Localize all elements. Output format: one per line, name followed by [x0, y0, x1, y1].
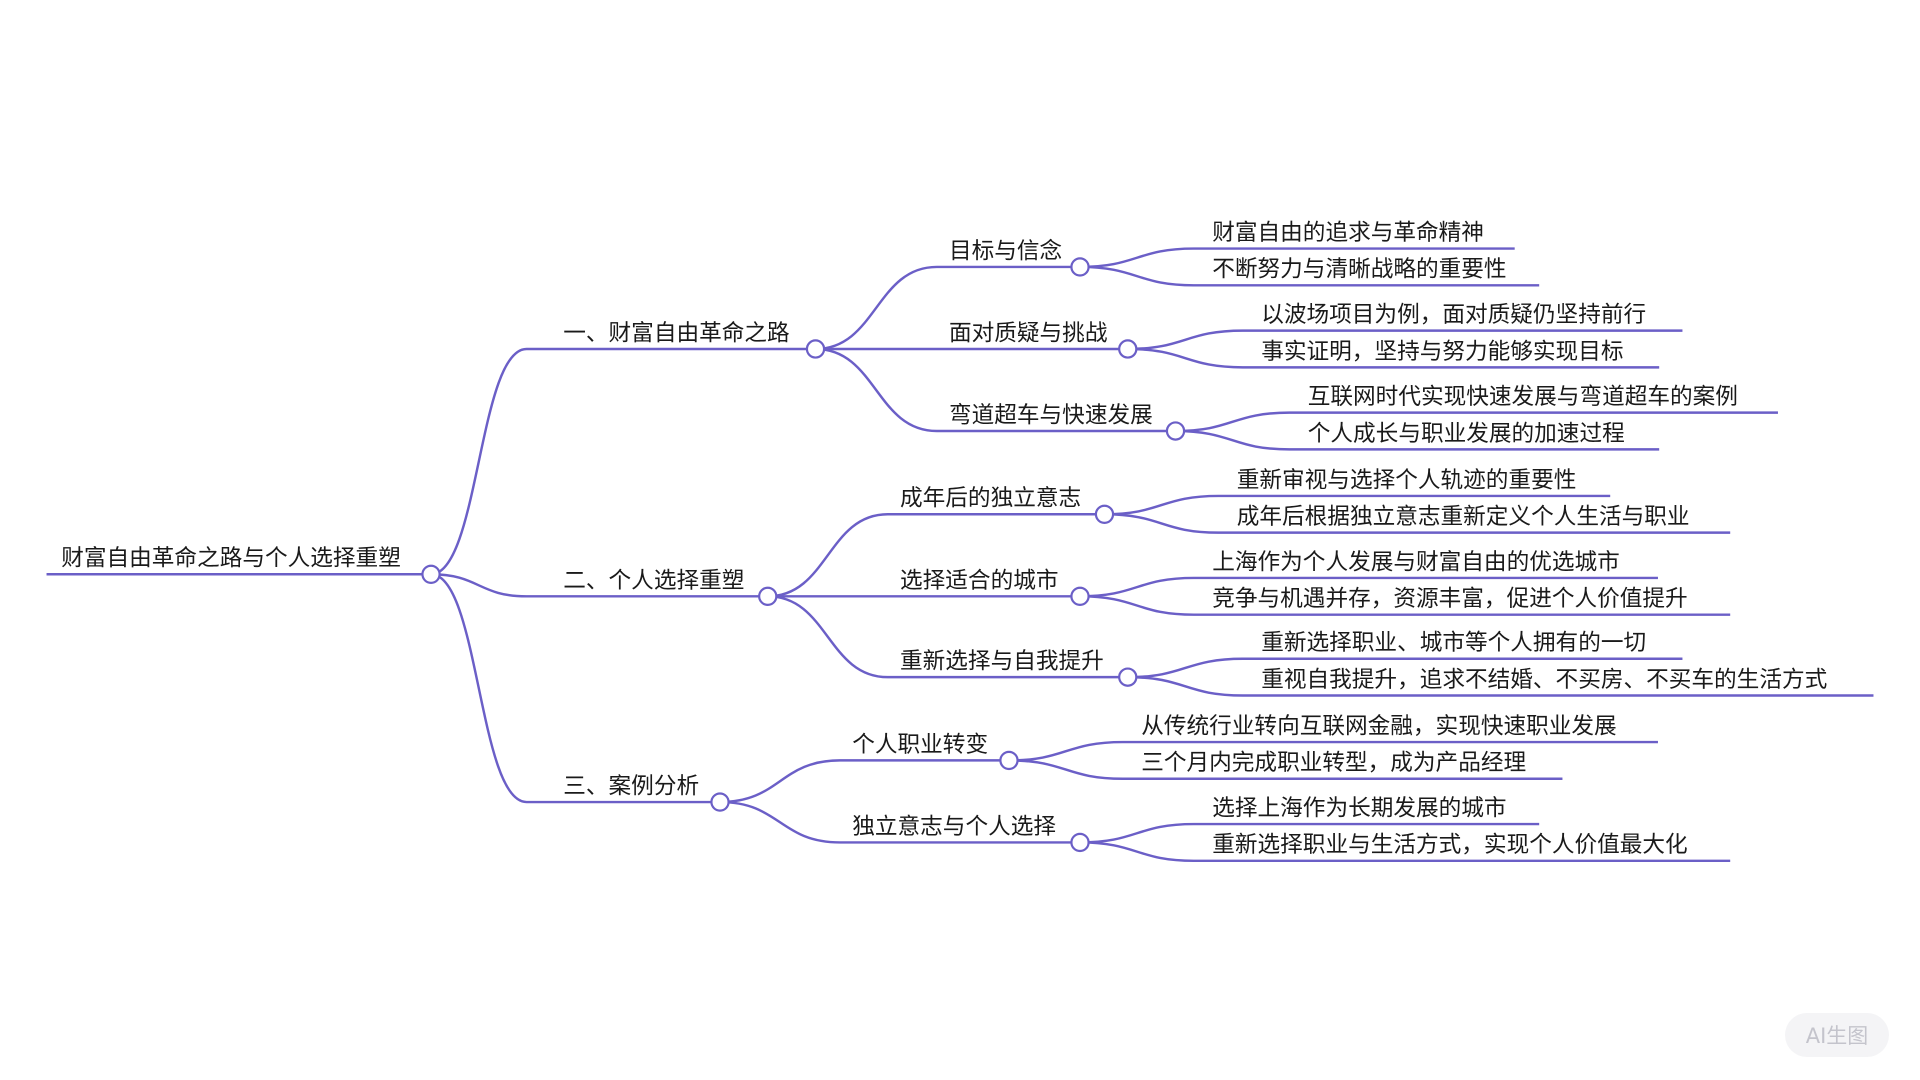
- subtopic-node-label[interactable]: 弯道超车与快速发展: [949, 402, 1153, 428]
- subtopic-edge: [815, 347, 1176, 433]
- leaf-edge: [1079, 247, 1515, 269]
- leaf-edge: [1127, 329, 1683, 351]
- leaf-node-label[interactable]: 竞争与机遇并存，资源丰富，促进个人价值提升: [1212, 586, 1687, 612]
- leaf-node-label[interactable]: 从传统行业转向互联网金融，实现快速职业发展: [1141, 713, 1616, 739]
- leaf-node-label[interactable]: 重视自我提升，追求不结婚、不买房、不买车的生活方式: [1261, 667, 1827, 693]
- subtopic-node-label[interactable]: 选择适合的城市: [900, 568, 1059, 594]
- subtopic-node-label[interactable]: 成年后的独立意志: [900, 486, 1081, 512]
- subtopic-node-label[interactable]: 目标与信念: [949, 238, 1062, 264]
- ai-watermark-badge: AI生图: [1785, 1013, 1889, 1057]
- collapse-toggle-circle[interactable]: [1070, 586, 1090, 606]
- leaf-edge: [1127, 347, 1660, 369]
- subtopic-node-label[interactable]: 个人职业转变: [852, 732, 988, 758]
- leaf-node-label[interactable]: 财富自由的追求与革命精神: [1212, 220, 1484, 246]
- collapse-toggle-circle[interactable]: [1118, 667, 1138, 687]
- subtopic-edge: [767, 513, 1105, 598]
- leaf-node-label[interactable]: 重新审视与选择个人轨迹的重要性: [1237, 467, 1577, 493]
- leaf-edge: [1079, 265, 1540, 287]
- leaf-edge: [1079, 595, 1731, 616]
- leaf-edge: [1104, 513, 1731, 534]
- branch-edge: [431, 573, 768, 598]
- leaf-node-label[interactable]: 不断努力与清晰战略的重要性: [1212, 257, 1506, 283]
- branch-node-label[interactable]: 一、财富自由革命之路: [563, 320, 790, 346]
- leaf-node-label[interactable]: 重新选择职业与生活方式，实现个人价值最大化: [1212, 832, 1687, 858]
- collapse-toggle-circle[interactable]: [1070, 257, 1090, 277]
- root-node-label[interactable]: 财富自由革命之路与个人选择重塑: [61, 546, 401, 572]
- leaf-edge: [1079, 576, 1658, 598]
- leaf-node-label[interactable]: 互联网时代实现快速发展与弯道超车的案例: [1308, 384, 1738, 410]
- subtopic-edge: [767, 595, 1128, 679]
- leaf-edge: [1175, 429, 1660, 451]
- leaf-edge: [1079, 841, 1731, 863]
- collapse-toggle-circle[interactable]: [1070, 832, 1090, 853]
- branch-node-label[interactable]: 三、案例分析: [563, 773, 699, 799]
- leaf-node-label[interactable]: 重新选择职业、城市等个人拥有的一切: [1261, 630, 1646, 656]
- leaf-node-label[interactable]: 选择上海作为长期发展的城市: [1212, 796, 1506, 822]
- collapse-toggle-circle[interactable]: [1094, 504, 1115, 524]
- collapse-toggle-circle[interactable]: [758, 586, 778, 606]
- subtopic-edge: [815, 265, 1080, 351]
- leaf-edge: [1104, 494, 1611, 516]
- leaf-edge: [1127, 657, 1683, 679]
- leaf-node-label[interactable]: 事实证明，坚持与努力能够实现目标: [1261, 339, 1623, 365]
- collapse-toggle-circle[interactable]: [710, 792, 730, 812]
- collapse-toggle-circle[interactable]: [1165, 421, 1186, 441]
- collapse-toggle-circle[interactable]: [805, 339, 826, 359]
- leaf-node-label[interactable]: 个人成长与职业发展的加速过程: [1308, 421, 1625, 447]
- leaf-node-label[interactable]: 成年后根据独立意志重新定义个人生活与职业: [1237, 504, 1690, 530]
- collapse-toggle-circle[interactable]: [421, 564, 441, 584]
- branch-edge: [430, 573, 720, 804]
- leaf-node-label[interactable]: 以波场项目为例，面对质疑仍坚持前行: [1261, 302, 1646, 328]
- leaf-edge: [1079, 822, 1540, 844]
- leaf-edge: [1127, 675, 1874, 697]
- subtopic-node-label[interactable]: 重新选择与自我提升: [900, 649, 1104, 675]
- leaf-node-label[interactable]: 上海作为个人发展与财富自由的优选城市: [1212, 549, 1620, 575]
- collapse-toggle-circle[interactable]: [999, 750, 1019, 771]
- leaf-edge: [1008, 740, 1658, 762]
- subtopic-edge: [719, 800, 1080, 844]
- leaf-edge: [1008, 759, 1563, 780]
- subtopic-edge: [719, 759, 1009, 804]
- subtopic-node-label[interactable]: 独立意志与个人选择: [852, 814, 1056, 840]
- subtopic-node-label[interactable]: 面对质疑与挑战: [949, 320, 1108, 346]
- collapse-toggle-circle[interactable]: [1118, 339, 1138, 359]
- branch-edge: [430, 347, 816, 576]
- leaf-node-label[interactable]: 三个月内完成职业转型，成为产品经理: [1141, 750, 1526, 776]
- branch-node-label[interactable]: 二、个人选择重塑: [563, 568, 744, 594]
- leaf-edge: [1175, 411, 1778, 433]
